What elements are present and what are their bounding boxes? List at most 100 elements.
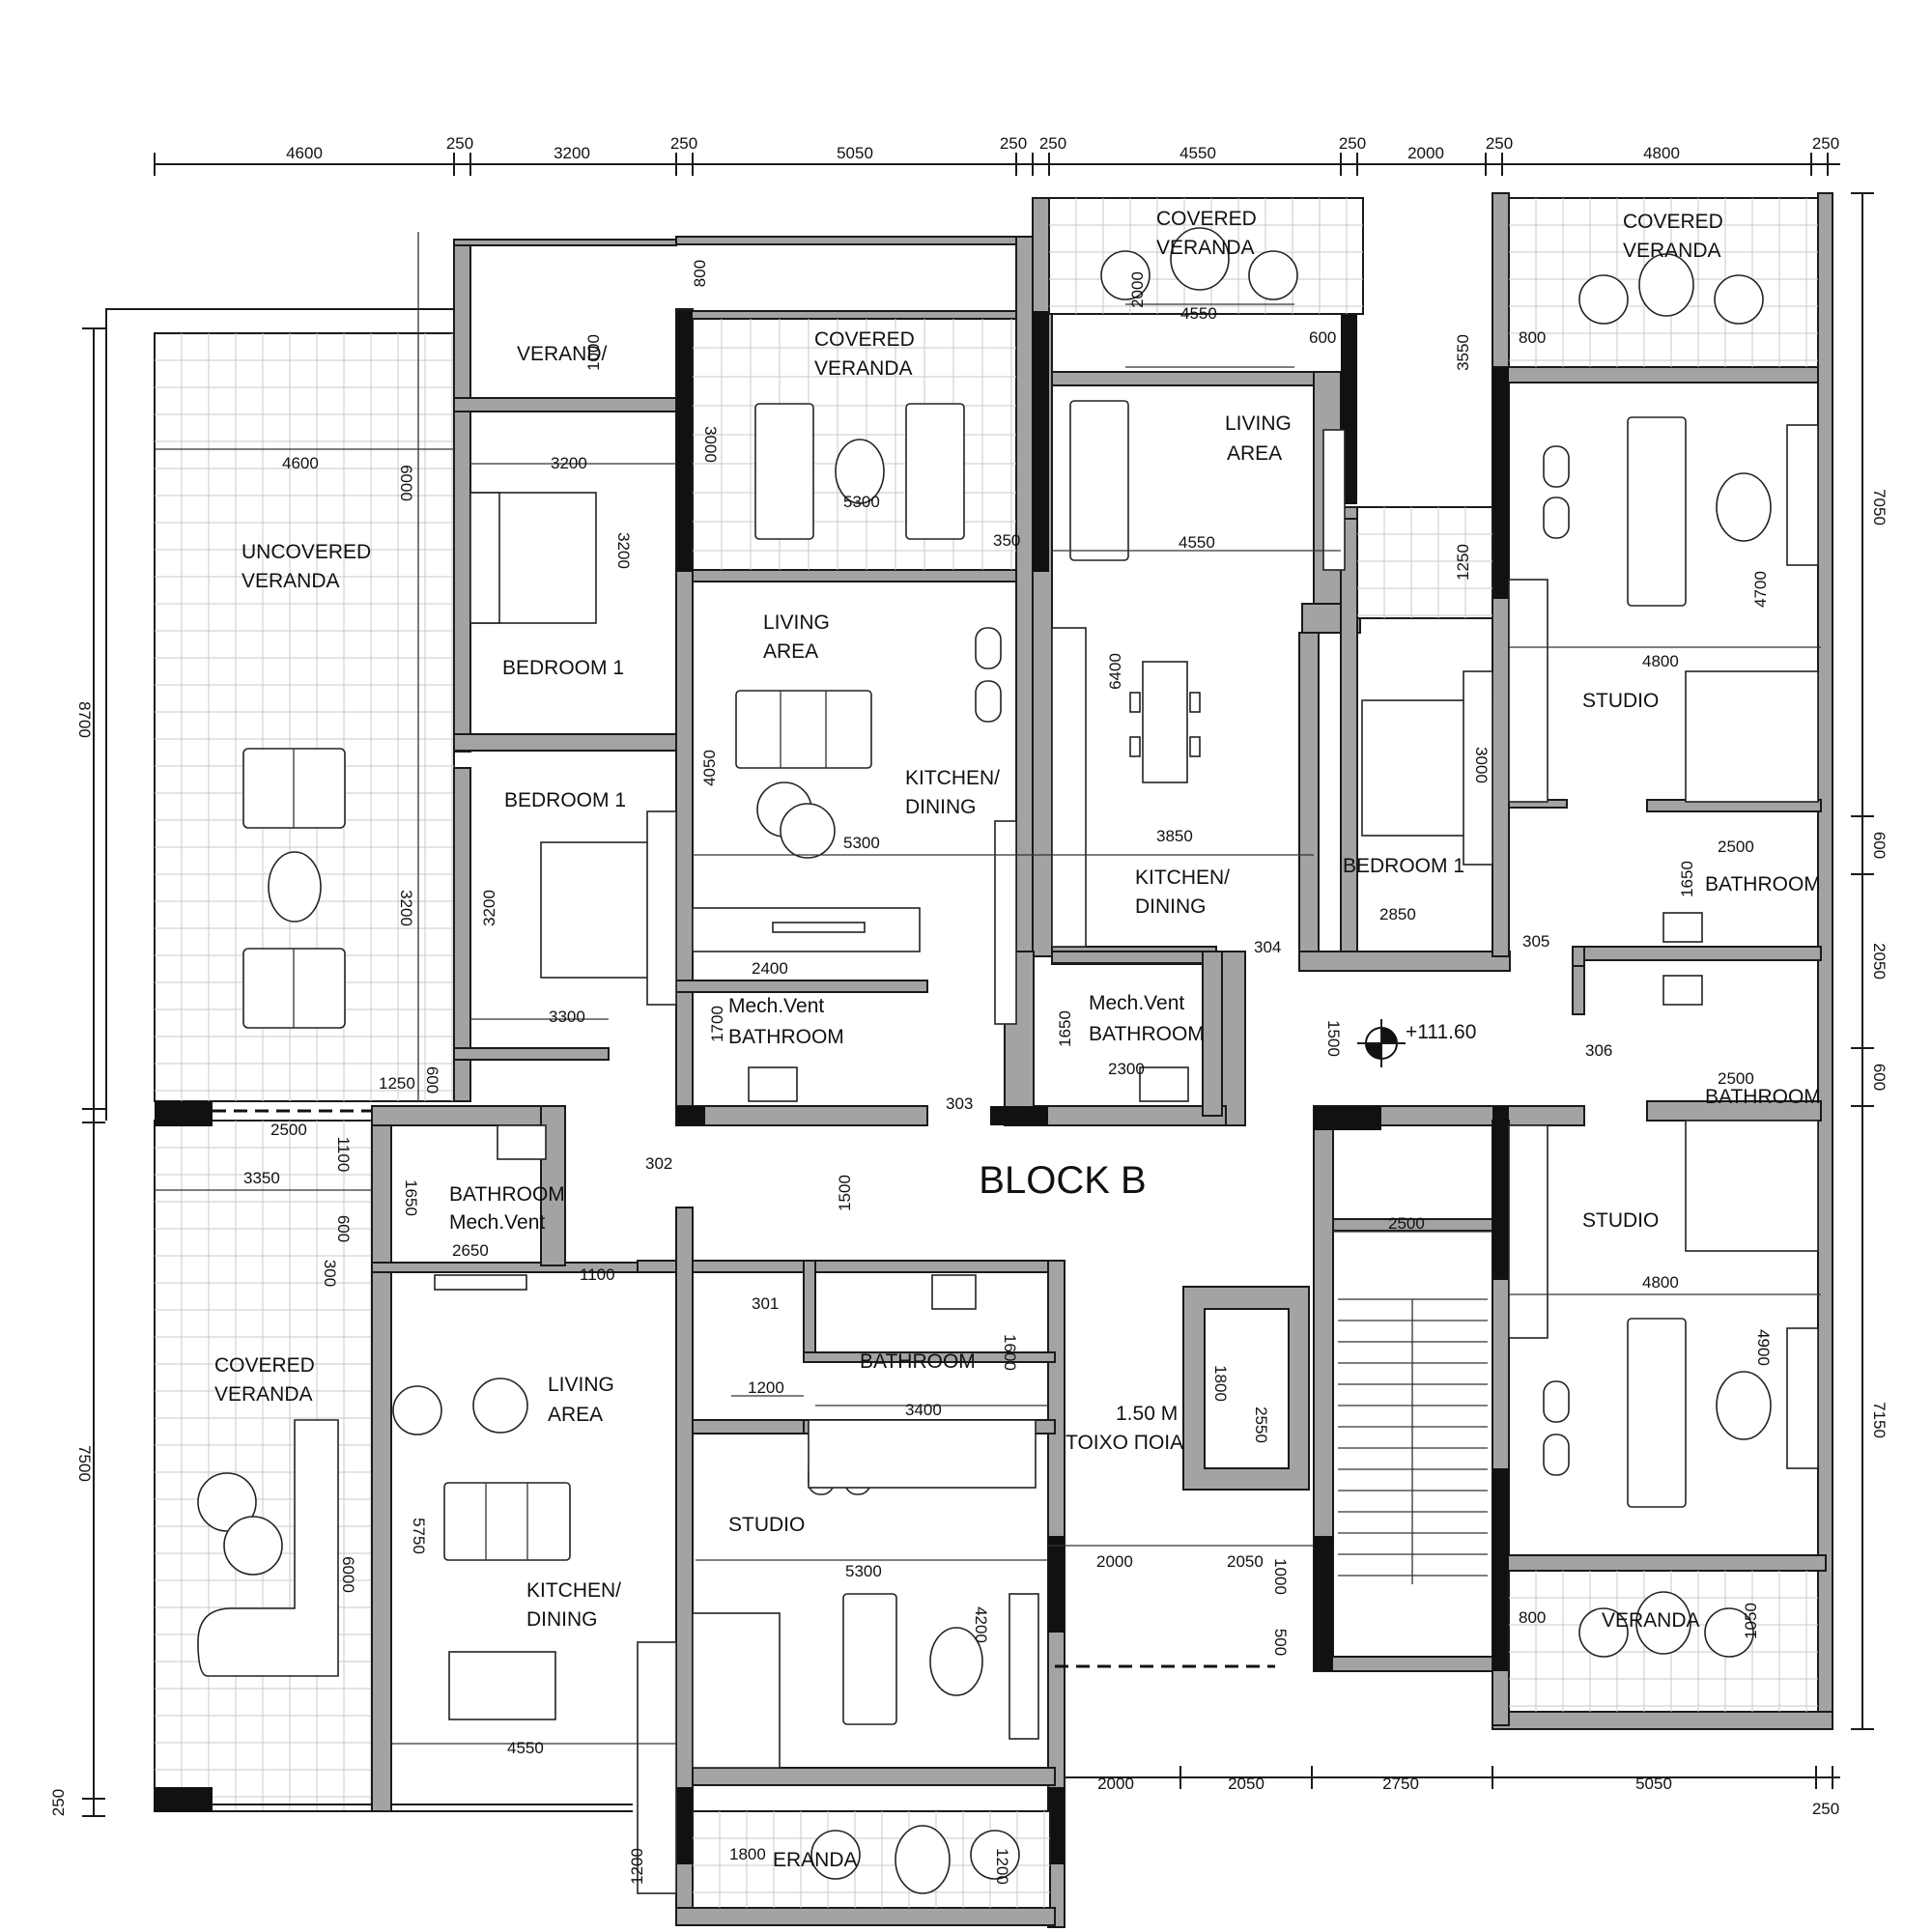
label-uncovered-2: VERANDA	[242, 570, 340, 592]
dim-i-800b: 800	[1519, 328, 1546, 347]
door-301: 301	[752, 1294, 779, 1313]
label-bedroom-b: BEDROOM 1	[504, 789, 626, 811]
dim-i-2550: 2550	[1252, 1406, 1270, 1443]
label-living-c-1: LIVING	[1225, 412, 1292, 435]
dim-bottom-2050: 2050	[1228, 1775, 1264, 1793]
dim-i-1800b: 1800	[729, 1845, 766, 1863]
light-well-area	[1356, 506, 1493, 619]
dim-i-2050: 2050	[1227, 1552, 1264, 1571]
dim-i-1000a: 1000	[584, 334, 603, 371]
label-kitchen-f-1: KITCHEN/	[526, 1579, 621, 1602]
dim-bottom-2000: 2000	[1097, 1775, 1134, 1793]
dim-i-4800b: 4800	[1642, 1273, 1679, 1292]
wall-note-line1: 1.50 M	[1116, 1403, 1178, 1425]
dim-i-6000b: 6000	[339, 1556, 357, 1593]
label-mech-vent-f: Mech.Vent	[449, 1211, 545, 1234]
dim-i-800c: 800	[1519, 1608, 1546, 1627]
dim-bottom-5050: 5050	[1635, 1775, 1672, 1793]
dim-i-1600: 1600	[1001, 1334, 1019, 1371]
dim-i-1650a: 1650	[1678, 861, 1696, 897]
dim-left-8700: 8700	[75, 701, 94, 738]
label-bedroom-c: BEDROOM 1	[1343, 855, 1464, 877]
dim-left-7500: 7500	[75, 1445, 94, 1482]
dim-i-500: 500	[1271, 1629, 1290, 1656]
dim-i-1650c: 1650	[402, 1179, 420, 1216]
door-302: 302	[645, 1154, 672, 1173]
door-304: 304	[1254, 938, 1281, 956]
dim-i-4200: 4200	[972, 1606, 990, 1643]
dim-i-2400: 2400	[752, 959, 788, 978]
label-covered-ne-2: VERANDA	[1623, 240, 1721, 262]
dim-i-4550a: 4550	[1180, 304, 1217, 323]
column-southwest	[155, 1787, 213, 1812]
dim-top-250a: 250	[446, 134, 473, 153]
door-305: 305	[1522, 932, 1549, 951]
label-veranda-bottom: ERANDA	[773, 1849, 858, 1871]
label-covered-top-2: VERANDA	[1156, 237, 1255, 259]
dim-i-600a: 600	[1309, 328, 1336, 347]
dim-right-600b: 600	[1870, 1064, 1889, 1091]
structural-columns	[676, 311, 1509, 1864]
dim-i-2500d: 2500	[1388, 1214, 1425, 1233]
dim-i-6000a: 6000	[397, 465, 415, 501]
dim-i-2000b: 2000	[1096, 1552, 1133, 1571]
dim-i-3200b: 3200	[614, 532, 633, 569]
label-studio-d: STUDIO	[1582, 690, 1659, 712]
label-living-b-1: LIVING	[763, 611, 830, 634]
door-numbers: 301 302 303 304 305 306	[645, 932, 1612, 1313]
label-living-f-1: LIVING	[548, 1374, 614, 1396]
dim-i-3200d: 3200	[480, 890, 498, 926]
dim-i-5750: 5750	[410, 1518, 428, 1554]
label-covered-mid-1: COVERED	[814, 328, 915, 351]
label-kitchen-c-2: DINING	[1135, 895, 1207, 918]
label-bathroom-b: BATHROOM	[728, 1026, 844, 1048]
column-west	[155, 1101, 213, 1126]
dim-i-1500a: 1500	[1324, 1020, 1343, 1057]
internal-dimension-labels: 4600 3200 6000 3200 3200 3200 3300 800 1…	[243, 260, 1773, 1885]
dim-top-250g: 250	[1812, 134, 1839, 153]
label-living-f-2: AREA	[548, 1404, 603, 1426]
dim-top-2000: 2000	[1407, 144, 1444, 162]
dim-i-6400: 6400	[1106, 653, 1124, 690]
dim-i-1500b: 1500	[836, 1175, 854, 1211]
dim-i-4900: 4900	[1754, 1329, 1773, 1366]
label-living-b-2: AREA	[763, 640, 818, 663]
label-covered-mid-2: VERANDA	[814, 357, 913, 380]
label-living-c-2: AREA	[1227, 442, 1282, 465]
dim-right-2050: 2050	[1870, 943, 1889, 980]
dim-i-600c: 600	[334, 1215, 353, 1242]
level-marker: +111.60	[1357, 1019, 1476, 1067]
label-covered-ne-1: COVERED	[1623, 211, 1723, 233]
top-dimension-chain: 4600 250 3200 250 5050 250 250 4550 250 …	[154, 134, 1840, 176]
dim-i-1250a: 1250	[1454, 544, 1472, 581]
dim-top-250d: 250	[1039, 134, 1066, 153]
dim-i-2650: 2650	[452, 1241, 489, 1260]
dim-i-1050: 1050	[1742, 1603, 1760, 1639]
veranda-lounge-set	[197, 1419, 339, 1677]
dim-i-1100b: 1100	[580, 1265, 615, 1284]
dim-i-2300: 2300	[1108, 1060, 1145, 1078]
covered-veranda-ne-area	[1508, 197, 1819, 368]
dim-i-800a: 800	[691, 260, 709, 287]
dim-right-600a: 600	[1870, 832, 1889, 859]
dim-i-300: 300	[321, 1260, 339, 1287]
dim-i-2500c: 2500	[270, 1121, 307, 1139]
furniture	[392, 227, 1819, 1894]
bottom-dimension-chain: 2000 2050 2750 5050 250	[1047, 1766, 1840, 1818]
dim-i-4050: 4050	[700, 750, 719, 786]
label-bathroom-g: BATHROOM	[860, 1350, 976, 1373]
dim-i-1800a: 1800	[1211, 1365, 1230, 1402]
label-covered-sw-1: COVERED	[214, 1354, 315, 1377]
dim-i-3200c: 3200	[397, 890, 415, 926]
dim-right-7050: 7050	[1870, 489, 1889, 526]
label-bathroom-d: BATHROOM	[1705, 873, 1821, 895]
dim-i-3550: 3550	[1454, 334, 1472, 371]
dim-i-4700: 4700	[1751, 571, 1770, 608]
label-bathroom-f: BATHROOM	[449, 1183, 565, 1206]
dim-i-1250b: 1250	[379, 1074, 415, 1093]
dim-i-5300b: 5300	[843, 834, 880, 852]
dim-i-1700: 1700	[708, 1006, 726, 1042]
door-306: 306	[1585, 1041, 1612, 1060]
dim-i-5300c: 5300	[845, 1562, 882, 1580]
dim-i-2500b: 2500	[1718, 1069, 1754, 1088]
